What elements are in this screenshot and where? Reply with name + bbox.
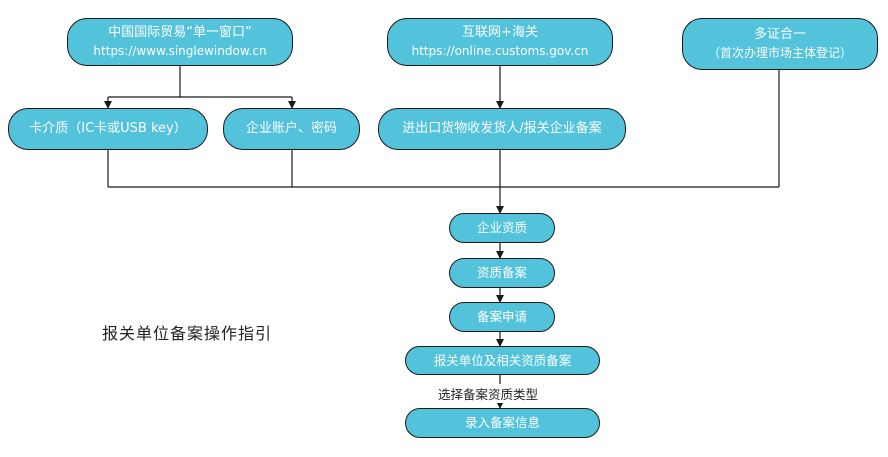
node-account: 企业账户、密码 [223, 108, 360, 150]
single-window-url: https://www.singlewindow.cn [93, 44, 267, 58]
unit-filing-label: 报关单位及相关资质备案 [433, 352, 572, 368]
node-unit-filing: 报关单位及相关资质备案 [405, 346, 600, 375]
node-filing-apply: 备案申请 [449, 302, 555, 332]
node-qual-filing: 资质备案 [449, 258, 555, 288]
node-card-medium: 卡介质（IC卡或USB key） [8, 108, 208, 150]
multi-cert-note: （首次办理市场主体登记） [707, 46, 852, 60]
qual-filing-label: 资质备案 [476, 265, 527, 280]
online-customs-url: https://online.customs.gov.cn [411, 44, 589, 58]
node-enterprise-filing: 进出口货物收发货人/报关企业备案 [378, 108, 626, 150]
node-single-window: 中国国际贸易“单一窗口” https://www.singlewindow.cn [67, 18, 293, 66]
node-enter-info: 录入备案信息 [405, 408, 600, 438]
node-multi-cert: 多证合一 （首次办理市场主体登记） [682, 18, 878, 70]
node-qualification: 企业资质 [449, 213, 555, 243]
node-online-customs: 互联网+海关 https://online.customs.gov.cn [387, 18, 613, 66]
account-label: 企业账户、密码 [245, 121, 337, 136]
online-customs-title: 互联网+海关 [462, 25, 538, 40]
single-window-title: 中国国际贸易“单一窗口” [108, 25, 252, 40]
qualification-label: 企业资质 [476, 220, 527, 235]
edge-label-select-type: 选择备案资质类型 [436, 384, 541, 403]
card-medium-label: 卡介质（IC卡或USB key） [29, 121, 187, 136]
multi-cert-title: 多证合一 [753, 27, 806, 42]
enter-info-label: 录入备案信息 [464, 415, 540, 430]
diagram-caption: 报关单位备案操作指引 [102, 324, 273, 343]
filing-apply-label: 备案申请 [476, 309, 527, 324]
enterprise-filing-label: 进出口货物收发货人/报关企业备案 [402, 121, 602, 136]
